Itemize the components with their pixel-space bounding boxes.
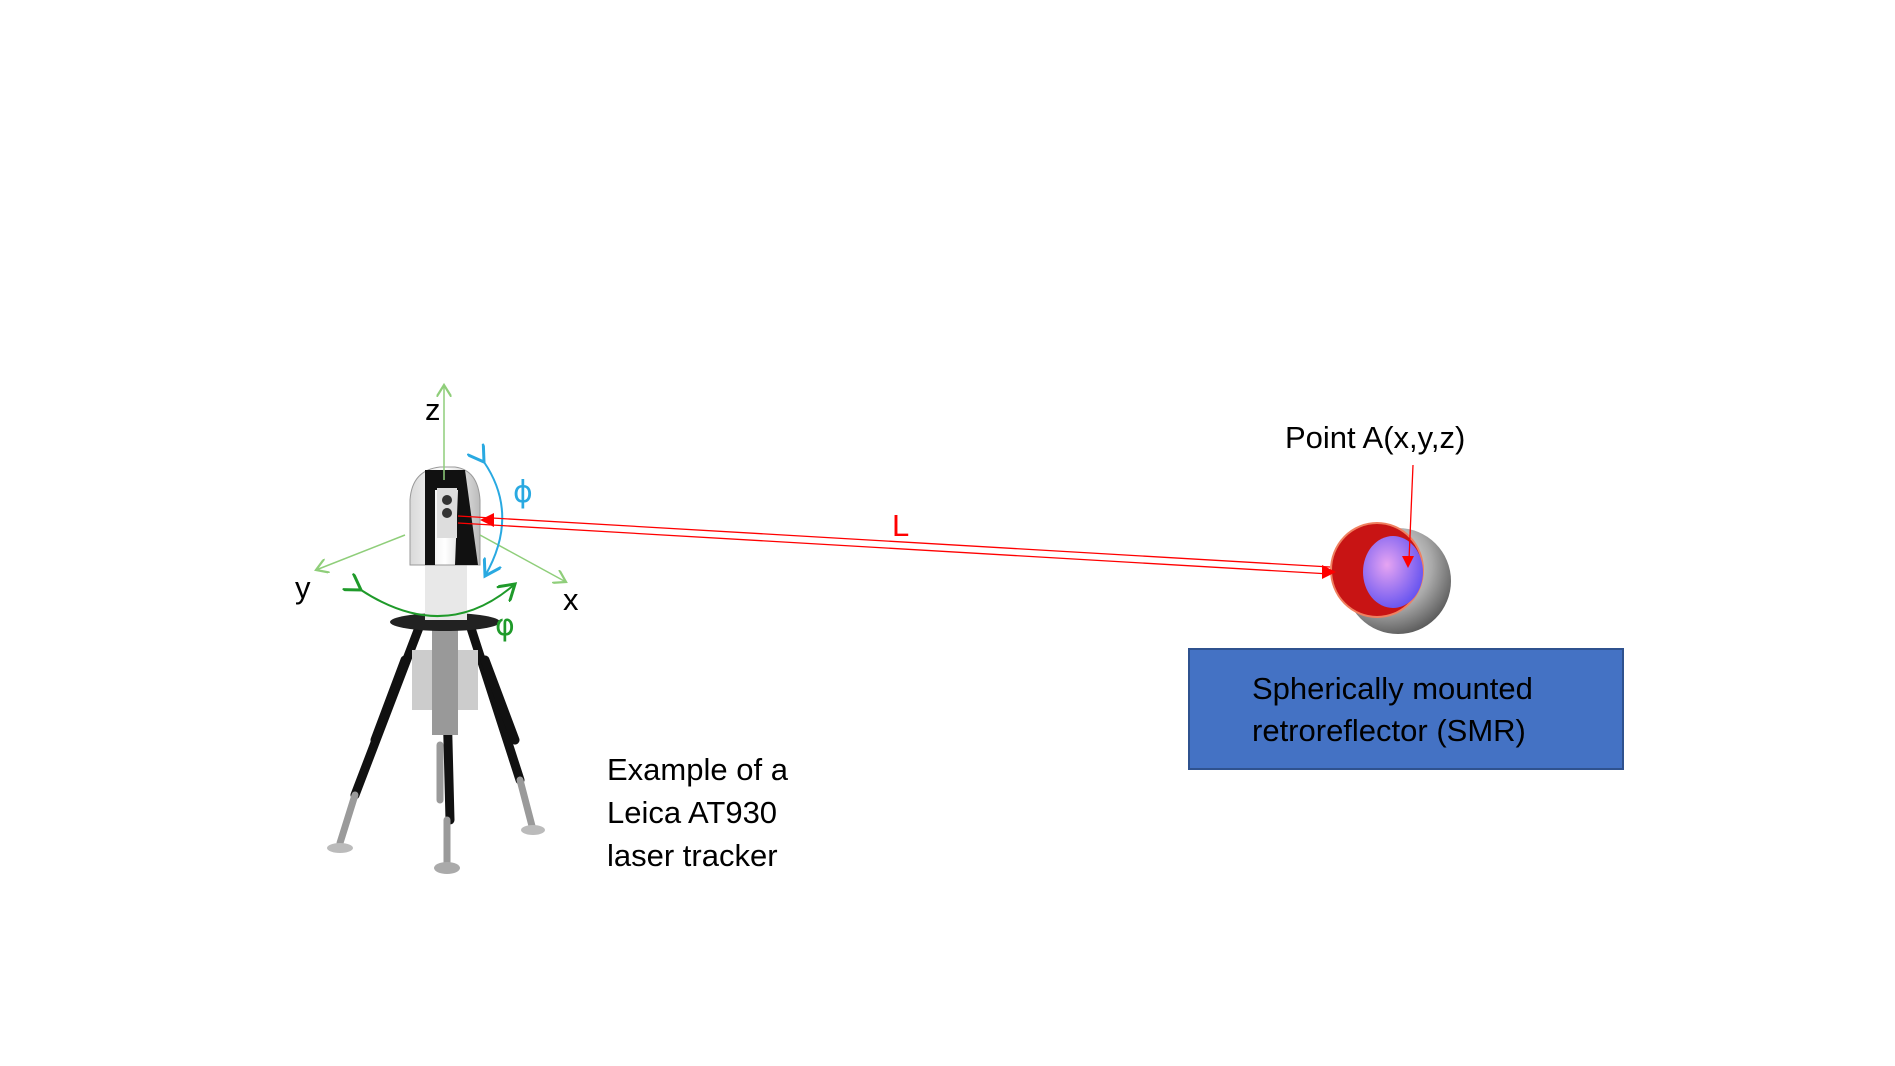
y-axis-label: y	[295, 570, 311, 605]
laser-arrowhead-smr	[1322, 565, 1336, 579]
distance-label: L	[892, 508, 910, 543]
caption-line2: Leica AT930	[607, 795, 778, 830]
caption-line1: Example of a	[607, 752, 788, 787]
smr-label-line1: Spherically mounted	[1252, 671, 1533, 706]
smr-image	[1330, 522, 1451, 634]
tracker-caption: Example of a Leica AT930 laser tracker	[607, 748, 788, 877]
smr-label-box: Spherically mounted retroreflector (SMR)	[1188, 648, 1624, 770]
laser-beam	[457, 515, 1331, 575]
caption-line3: laser tracker	[607, 838, 778, 873]
y-axis-arrow	[316, 534, 406, 570]
laser-tracker-image	[327, 466, 545, 874]
x-axis-label: x	[563, 582, 579, 617]
laser-arrowhead-tracker	[480, 513, 494, 527]
z-axis-label: z	[425, 392, 441, 427]
elevation-angle-label: ϕ	[513, 475, 533, 510]
point-a-arrowhead	[1402, 556, 1414, 568]
azimuth-arc-arrow	[361, 584, 515, 617]
point-a-pointer	[1408, 464, 1414, 561]
point-a-label: Point A(x,y,z)	[1285, 420, 1466, 455]
smr-label-line2: retroreflector (SMR)	[1252, 713, 1526, 748]
azimuth-angle-label: φ	[495, 608, 515, 643]
elevation-arc-arrow	[484, 462, 504, 576]
